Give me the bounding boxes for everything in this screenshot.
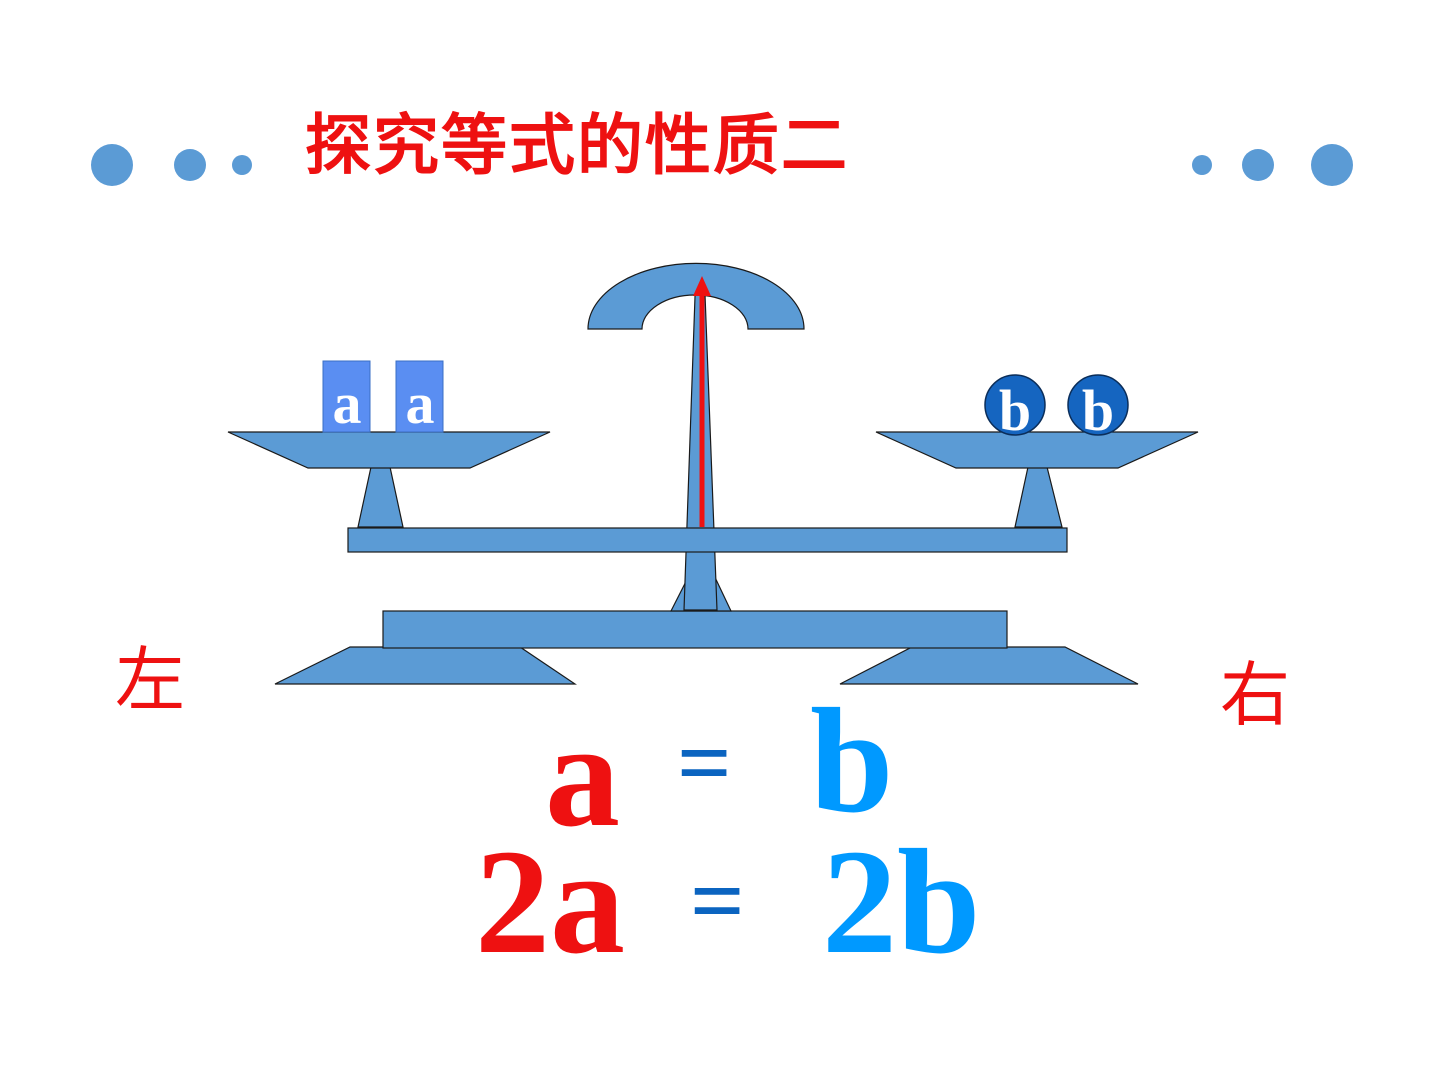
block-a-label: a xyxy=(406,371,435,436)
dot-icon xyxy=(232,155,252,175)
right-pan-items: b b xyxy=(984,374,1129,443)
scale-foot-right xyxy=(839,646,1139,685)
scale-arch xyxy=(587,262,805,330)
right-side-label: 右 xyxy=(1220,654,1290,736)
scale-foot-left xyxy=(274,646,577,685)
scale-base xyxy=(382,610,1008,649)
left-side-label: 左 xyxy=(115,639,185,721)
dot-icon xyxy=(174,149,206,181)
pan-left xyxy=(227,431,551,469)
pan-support-left xyxy=(357,466,404,528)
equation-1-left: a xyxy=(545,692,620,858)
equation-2-sign: = xyxy=(690,847,745,954)
left-pan-items: a a xyxy=(322,360,444,436)
block-a xyxy=(322,360,371,433)
ball-b xyxy=(1067,374,1129,436)
dot-icon xyxy=(1242,149,1274,181)
equation-2-left: 2a xyxy=(475,819,625,985)
pan-right xyxy=(875,431,1199,469)
scale-beam xyxy=(347,527,1068,553)
dot-icon xyxy=(1192,155,1212,175)
dot-icon xyxy=(1311,144,1353,186)
pointer-arrow-icon xyxy=(693,276,711,296)
ball-b-label: b xyxy=(999,378,1031,443)
pan-support-right xyxy=(1014,466,1063,528)
equation-2-right: 2b xyxy=(822,819,981,985)
block-a-label: a xyxy=(333,371,362,436)
ball-b-label: b xyxy=(1082,378,1114,443)
dot-icon xyxy=(91,144,133,186)
ball-b xyxy=(984,374,1046,436)
equation-1-right: b xyxy=(810,678,894,844)
decorative-dots-left xyxy=(91,144,252,186)
block-a xyxy=(395,360,444,433)
decorative-dots-right xyxy=(1192,144,1353,186)
equation-1-sign: = xyxy=(677,709,732,816)
page-title: 探究等式的性质二 xyxy=(305,107,849,184)
